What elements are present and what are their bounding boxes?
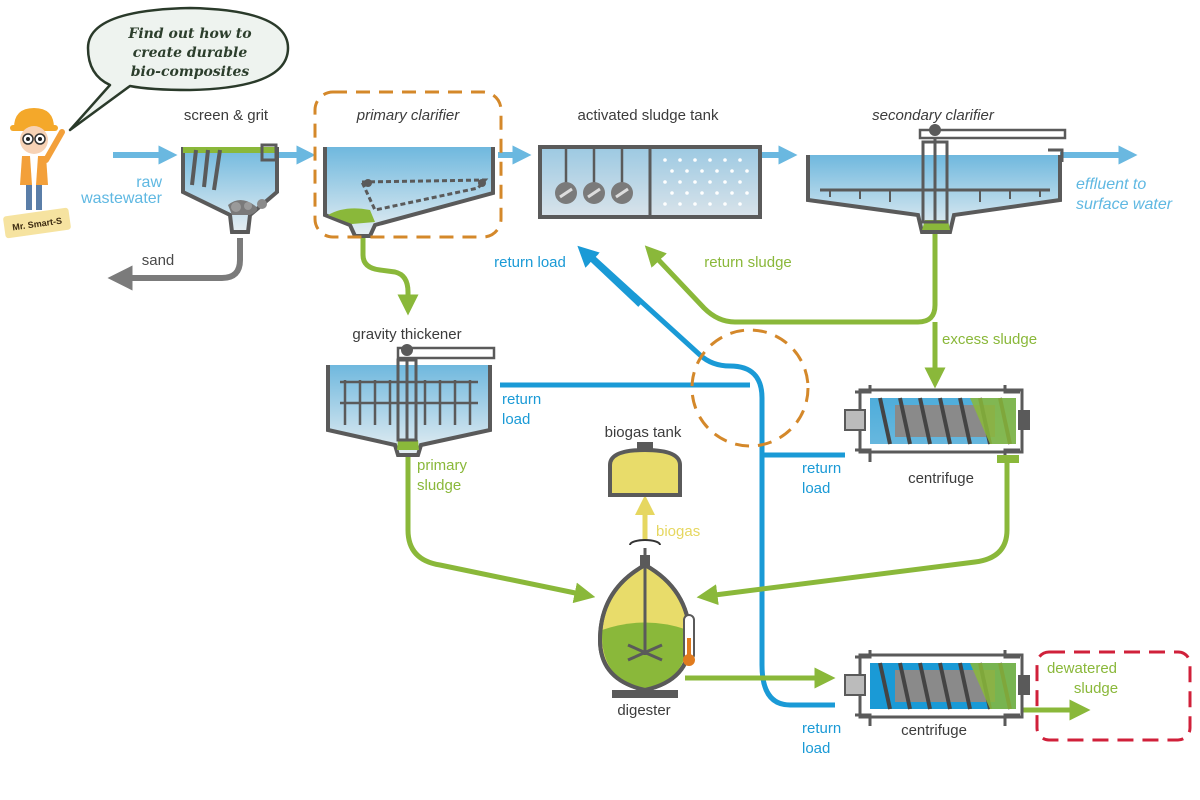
label-effluent-1: effluent to <box>1076 176 1146 193</box>
sludge-pipes <box>360 232 1091 721</box>
biogas-tank <box>608 442 682 497</box>
label-return-cent-1: return <box>802 460 841 477</box>
label-sand: sand <box>142 252 175 269</box>
label-dewatered-2: sludge <box>1074 680 1118 697</box>
mascot-figure <box>3 108 71 239</box>
pipe-junction-highlight <box>690 328 810 448</box>
label-primary-clarifier: primary clarifier <box>356 107 461 124</box>
gravity-thickener <box>326 344 496 457</box>
primary-clarifier <box>323 147 495 238</box>
label-centrifuge-2: centrifuge <box>901 722 967 739</box>
screen-grit-unit <box>181 143 279 234</box>
dewatered-sludge-highlight <box>1035 650 1192 742</box>
label-primary-sludge-1: primary <box>417 457 468 474</box>
label-return-sludge: return sludge <box>704 254 792 271</box>
return-load-pipes <box>500 253 845 708</box>
centrifuge-2 <box>844 650 1030 726</box>
digester <box>597 539 695 698</box>
label-digester: digester <box>617 702 670 719</box>
bubble-line-2: create durable <box>133 45 248 61</box>
label-biogas-tank: biogas tank <box>605 424 682 441</box>
label-primary-sludge-2: sludge <box>417 477 461 494</box>
label-gravity-thickener: gravity thickener <box>352 326 461 343</box>
label-return-bottom-2: load <box>802 740 830 757</box>
label-return-bottom-1: return <box>802 720 841 737</box>
label-dewatered-1: dewatered <box>1047 660 1117 677</box>
centrifuge-1 <box>844 385 1030 463</box>
label-return-mid-2: load <box>502 411 530 428</box>
primary-clarifier-highlight <box>313 90 503 239</box>
activated-sludge-tank <box>538 145 762 219</box>
label-return-mid-1: return <box>502 391 541 408</box>
bubble-line-3: bio-composites <box>131 64 250 80</box>
label-effluent-2: surface water <box>1076 196 1173 213</box>
label-return-cent-2: load <box>802 480 830 497</box>
label-wastewater: wastewater <box>80 190 163 207</box>
label-screen-grit: screen & grit <box>184 107 269 124</box>
label-excess-sludge: excess sludge <box>942 331 1037 348</box>
label-centrifuge-1: centrifuge <box>908 470 974 487</box>
label-secondary-clarifier: secondary clarifier <box>872 107 995 124</box>
speech-bubble <box>68 6 290 132</box>
sand-pipe <box>107 238 243 291</box>
label-raw: raw <box>136 174 162 191</box>
bubble-line-1: Find out how to <box>127 26 251 42</box>
label-activated-sludge-tank: activated sludge tank <box>578 107 719 124</box>
label-biogas: biogas <box>656 523 700 540</box>
secondary-clarifier <box>806 124 1067 234</box>
return-load-arrow <box>577 245 642 307</box>
label-return-load-top: return load <box>494 254 566 271</box>
